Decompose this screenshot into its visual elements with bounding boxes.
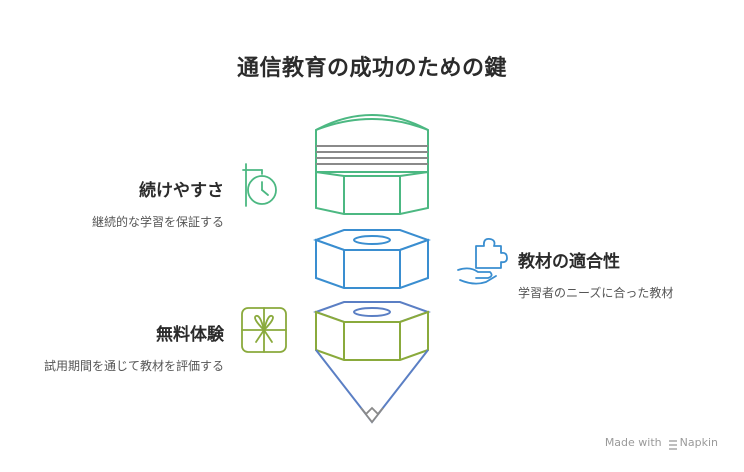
eraser-cap-curve (315, 118, 429, 131)
eraser-block (315, 114, 429, 215)
footer-brand: Napkin (679, 436, 718, 449)
blue-nut-block (313, 229, 431, 289)
gift-box-icon (241, 307, 287, 353)
pencil-lead-icon (360, 406, 384, 424)
block-title-suitability: 教材の適合性 (518, 252, 620, 272)
napkin-logo-icon (669, 440, 677, 450)
block-desc-free-trial: 試用期間を通じて教材を評価する (43, 359, 224, 373)
puzzle-hand-icon (457, 237, 508, 285)
footer-credit[interactable]: Made with Napkin (605, 436, 718, 449)
green-hex-body (315, 170, 429, 215)
clock-sign-icon (242, 163, 277, 207)
blue-hole (353, 235, 391, 245)
page-title: 通信教育の成功のための鍵 (236, 56, 507, 81)
block-desc-continuity: 継続的な学習を保証する (91, 215, 224, 229)
block-title-continuity: 続けやすさ (139, 181, 224, 201)
block-desc-suitability: 学習者のニーズに合った教材 (518, 286, 674, 300)
footer-made-with: Made with (604, 436, 662, 449)
olive-hole (353, 307, 391, 317)
olive-nut-block (313, 301, 431, 424)
block-title-free-trial: 無料体験 (156, 325, 224, 345)
